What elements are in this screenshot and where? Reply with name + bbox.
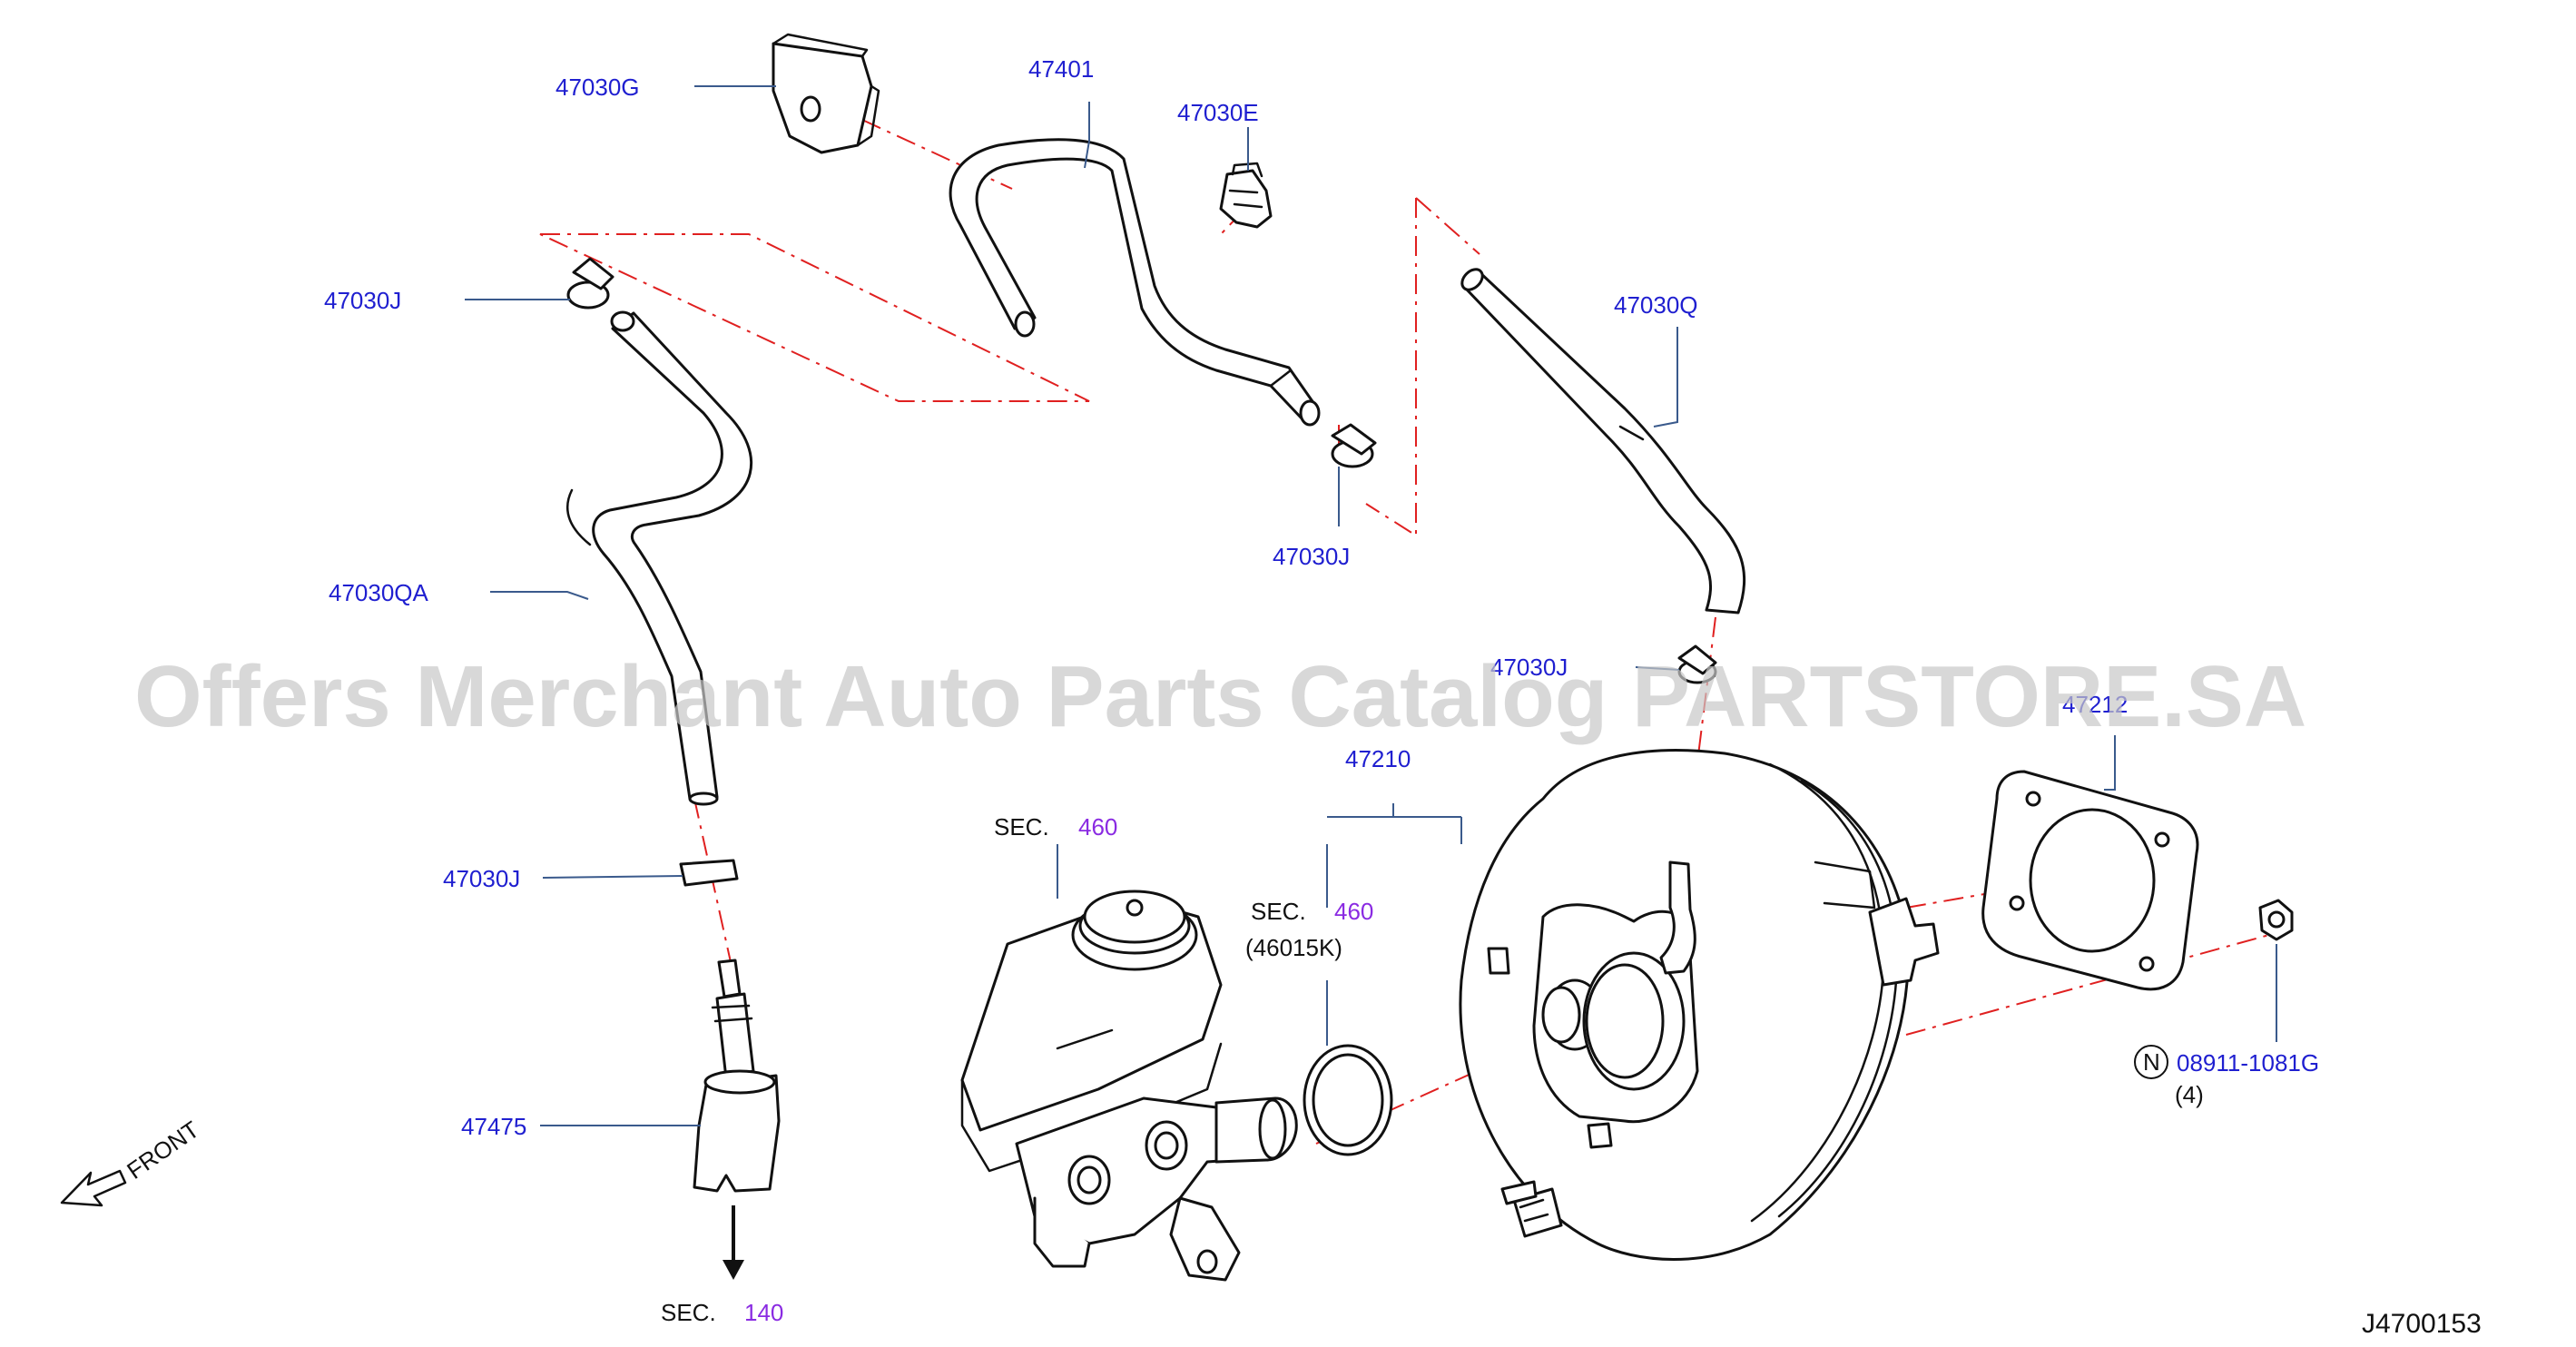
watermark-text: Offers Merchant Auto Parts Catalog PARTS… — [134, 648, 2306, 745]
grommet-47030G[interactable] — [772, 33, 880, 154]
front-indicator: FRONT — [60, 1116, 204, 1207]
front-label: FRONT — [122, 1116, 204, 1185]
hose-47401[interactable] — [949, 138, 1321, 427]
label-47030QA[interactable]: 47030QA — [329, 579, 429, 606]
sec140-prefix: SEC. — [661, 1299, 716, 1326]
clip-47030E[interactable] — [1219, 162, 1273, 229]
n-circle-icon — [2134, 1045, 2168, 1079]
brake-booster-47210[interactable] — [1459, 749, 1940, 1261]
leader-lines — [465, 85, 2277, 1126]
valve-47475[interactable] — [693, 959, 781, 1193]
clamp-47030J-mid[interactable] — [1331, 423, 1377, 468]
label-47030E[interactable]: 47030E — [1177, 99, 1259, 126]
sec460-a-number[interactable]: 460 — [1078, 813, 1117, 841]
sec460-b-prefix: SEC. — [1251, 898, 1306, 925]
label-47030Q[interactable]: 47030Q — [1614, 291, 1698, 319]
label-47212[interactable]: 47212 — [2062, 691, 2128, 718]
label-47030J-mid[interactable]: 47030J — [1273, 543, 1350, 570]
clamp-47030J-upper[interactable] — [566, 257, 615, 310]
diagram-code: J4700153 — [2362, 1309, 2482, 1339]
o-ring-46015K[interactable] — [1303, 1044, 1393, 1156]
master-cylinder[interactable] — [960, 890, 1298, 1282]
sec460-b-subref: (46015K) — [1245, 934, 1342, 961]
label-47475[interactable]: 47475 — [461, 1113, 526, 1140]
label-08911-1081G[interactable]: 08911-1081G — [2177, 1049, 2319, 1077]
centerlines — [539, 119, 2270, 1145]
arrow-to-sec140 — [723, 1205, 744, 1280]
nut-08911-1081G[interactable] — [2258, 899, 2294, 941]
clamp-47030J-lower[interactable] — [679, 859, 739, 887]
gasket-47212[interactable] — [1981, 770, 2199, 991]
label-47030J-upper[interactable]: 47030J — [324, 287, 401, 314]
label-47401[interactable]: 47401 — [1028, 55, 1094, 83]
label-47030J-lower[interactable]: 47030J — [443, 865, 520, 892]
label-08911-prefix: N — [2143, 1048, 2160, 1076]
sec460-b-number[interactable]: 460 — [1334, 898, 1373, 925]
label-47210[interactable]: 47210 — [1345, 745, 1411, 772]
label-47030G[interactable]: 47030G — [556, 74, 640, 101]
label-47030J-right[interactable]: 47030J — [1490, 654, 1568, 681]
sec460-a-prefix: SEC. — [994, 813, 1049, 841]
clamp-47030J-right[interactable] — [1677, 644, 1717, 684]
sec140-number[interactable]: 140 — [744, 1299, 783, 1326]
section-references: SEC. 460 SEC. 460 (46015K) SEC. 140 — [661, 813, 1373, 1326]
hose-47030QA[interactable] — [565, 310, 753, 806]
label-08911-qty: (4) — [2175, 1081, 2204, 1108]
part-labels: 47030G 47401 47030E 47030J 47030Q 47030J… — [324, 55, 2319, 1140]
hose-47030Q[interactable] — [1458, 265, 1745, 615]
